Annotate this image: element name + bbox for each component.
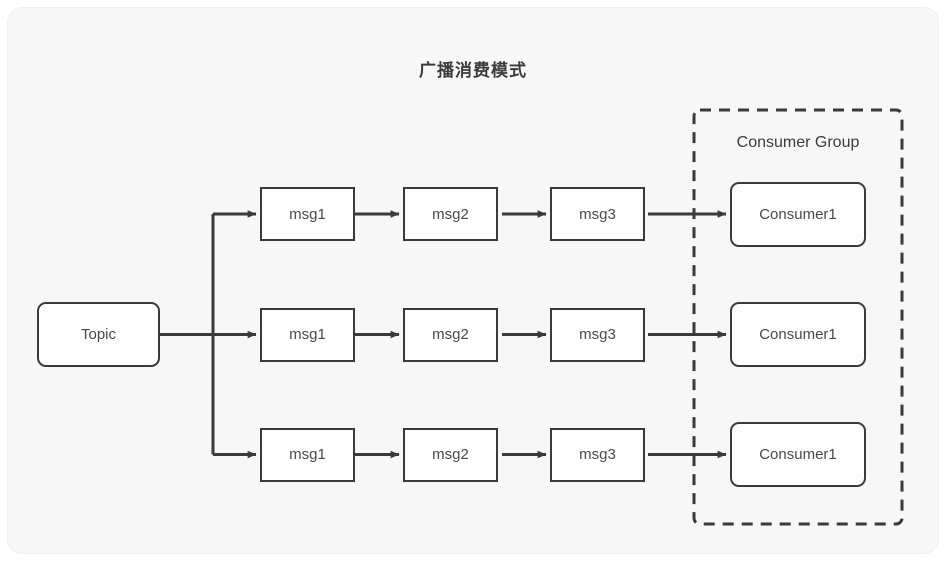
- node-row3-msg3[interactable]: msg3: [550, 427, 645, 482]
- node-row1-consumer[interactable]: Consumer1: [730, 182, 866, 247]
- node-row3-msg1[interactable]: msg1: [260, 427, 355, 482]
- node-row2-msg3[interactable]: msg3: [550, 307, 645, 362]
- node-row3-msg2[interactable]: msg2: [403, 427, 498, 482]
- diagram-title: 广播消费模式: [419, 61, 527, 80]
- node-row2-consumer[interactable]: Consumer1: [730, 302, 866, 367]
- consumer-group-boundary: [692, 108, 904, 526]
- node-topic[interactable]: Topic: [37, 302, 160, 367]
- node-row2-msg2[interactable]: msg2: [403, 307, 498, 362]
- node-row3-consumer[interactable]: Consumer1: [730, 422, 866, 487]
- node-row1-msg1[interactable]: msg1: [260, 187, 355, 241]
- node-row2-msg1[interactable]: msg1: [260, 307, 355, 362]
- consumer-group-label: Consumer Group: [736, 134, 860, 151]
- node-row1-msg3[interactable]: msg3: [550, 187, 645, 241]
- node-row1-msg2[interactable]: msg2: [403, 187, 498, 241]
